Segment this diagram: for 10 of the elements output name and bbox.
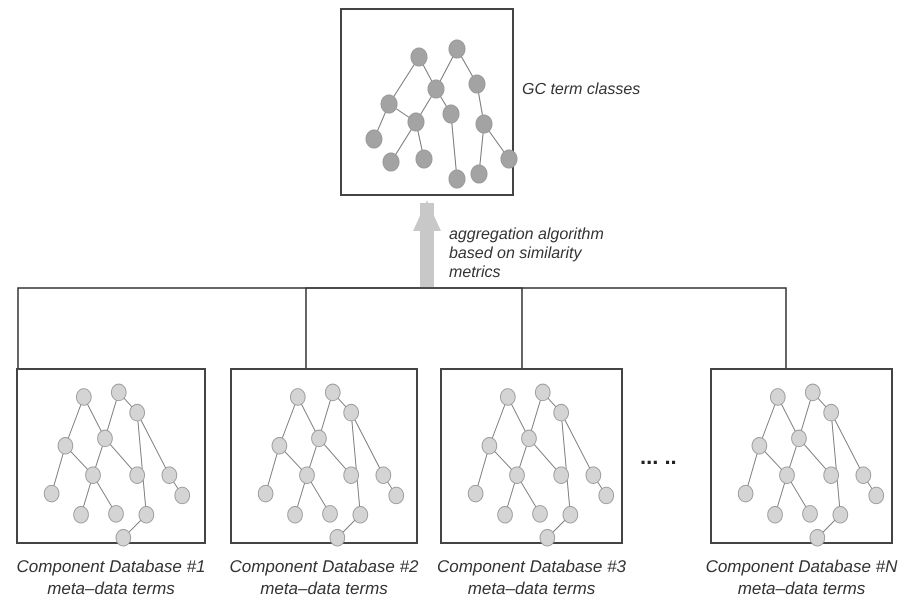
- connector-line: [427, 287, 787, 368]
- panel-caption: Component Database #N: [704, 556, 898, 578]
- ellipsis-mark: ... ..: [640, 443, 677, 471]
- panel-caption: GC term classes: [522, 80, 642, 99]
- panel-caption: meta–data terms: [46, 578, 176, 600]
- connector-line: [305, 287, 427, 368]
- aggregation-arrow: [413, 200, 441, 287]
- panel-caption: meta–data terms: [466, 578, 596, 600]
- panel-caption: meta–data terms: [736, 578, 866, 600]
- panel-caption: meta–data terms: [259, 578, 389, 600]
